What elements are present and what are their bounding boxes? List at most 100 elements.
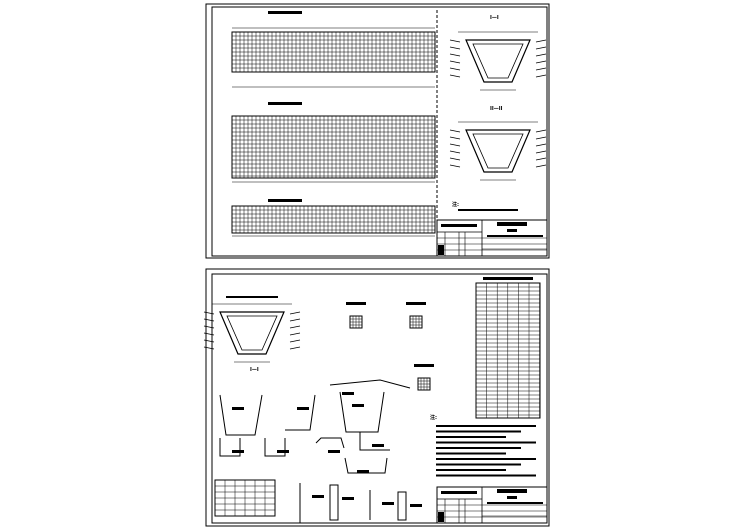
bent-bar-shape (329, 484, 354, 521)
bar-outline (219, 438, 241, 457)
bent-bar-shape (299, 483, 324, 523)
inner-rebar-outline (472, 133, 524, 169)
bar-label (382, 502, 394, 505)
cross-section-II (449, 121, 547, 181)
leader-line (449, 136, 461, 140)
leader-line (289, 311, 301, 315)
bar-label (312, 495, 324, 498)
leader-line (535, 164, 547, 168)
bent-bar-shape (397, 491, 422, 521)
drawing-title-block (497, 222, 527, 226)
box-girder-outline (465, 39, 531, 83)
bar-outline (339, 391, 385, 433)
plan-rebar-grid (231, 115, 436, 179)
drawing-name-block (487, 502, 543, 504)
leader-line (535, 53, 547, 57)
bent-bar-shape (339, 391, 385, 433)
leader-line (203, 339, 215, 343)
leader-line (449, 53, 461, 57)
leader-line (535, 74, 547, 78)
stamp-block (438, 512, 444, 522)
bar-outline (397, 491, 407, 521)
title-block (436, 486, 548, 524)
rebar-schedule-table (475, 282, 541, 419)
leader-line (449, 157, 461, 161)
bar-label (297, 407, 309, 410)
detail-a (349, 315, 363, 329)
leader-line (289, 332, 301, 336)
note-text-line (436, 469, 506, 471)
bar-label (277, 450, 289, 453)
leader-line (449, 74, 461, 78)
detail-b (409, 315, 423, 329)
bar-dimension-table (214, 479, 276, 517)
note-label: 注: (430, 414, 437, 421)
bar-outline (329, 484, 339, 521)
bent-bar-shape (359, 432, 390, 451)
leader-line (449, 39, 461, 43)
title-block (436, 219, 548, 257)
leader-line (449, 129, 461, 133)
box-girder-outline (465, 129, 531, 173)
bar-label (352, 404, 364, 407)
note-text (458, 209, 518, 211)
leader-line (289, 325, 301, 329)
bent-bar-shape (344, 457, 388, 474)
leader-line (289, 346, 301, 350)
dimension-text (226, 296, 278, 298)
cross-section-detail (203, 303, 301, 363)
section-label-1: I—I (490, 15, 499, 21)
bar-label (328, 450, 340, 453)
note-text-line (436, 425, 536, 427)
leader-line (449, 150, 461, 154)
bar-label (342, 497, 354, 500)
leader-line (203, 318, 215, 322)
bent-bar-shape (315, 437, 345, 453)
note-text-line (436, 430, 521, 433)
bent-bar-shape (329, 379, 411, 395)
note-text-line (436, 452, 506, 455)
leader-line (203, 325, 215, 329)
bar-label (232, 407, 244, 410)
drawing-subtitle-block (507, 496, 517, 499)
elevation-rebar-grid (231, 31, 436, 73)
bar-outline (285, 394, 316, 431)
cross-section-I (449, 31, 547, 91)
view-title (406, 302, 426, 305)
leader-line (203, 332, 215, 336)
leader-line (535, 157, 547, 161)
bar-outline (315, 437, 345, 449)
bent-bar-shape (219, 438, 244, 457)
bar-outline (329, 379, 411, 389)
leader-line (449, 46, 461, 50)
table-title (483, 277, 533, 280)
bent-bar-shape (219, 394, 263, 436)
leader-line (449, 67, 461, 71)
view-title (268, 102, 302, 105)
note-text-line (436, 458, 536, 460)
drawing-title-block (497, 489, 527, 493)
inner-rebar-outline (472, 43, 524, 79)
leader-line (203, 346, 215, 350)
bar-label (357, 470, 369, 473)
view-title (268, 199, 302, 202)
drawing-name-block (487, 235, 543, 237)
sheet-frame (205, 3, 550, 259)
sheet-border (211, 273, 548, 524)
leader-line (535, 60, 547, 64)
detail-c (417, 377, 431, 391)
stamp-block (438, 245, 444, 255)
leader-line (535, 67, 547, 71)
bar-label (410, 504, 422, 507)
bent-bar-shape (285, 394, 316, 431)
designer-text-block (441, 491, 477, 494)
sheet-border (211, 6, 548, 257)
inner-rebar-outline (226, 315, 278, 351)
section-label-2: II—II (490, 106, 503, 112)
view-title (346, 302, 366, 305)
leader-line (535, 129, 547, 133)
leader-line (535, 150, 547, 154)
leader-line (289, 318, 301, 322)
drawing-sheet-2: I—I 注: (203, 268, 550, 527)
